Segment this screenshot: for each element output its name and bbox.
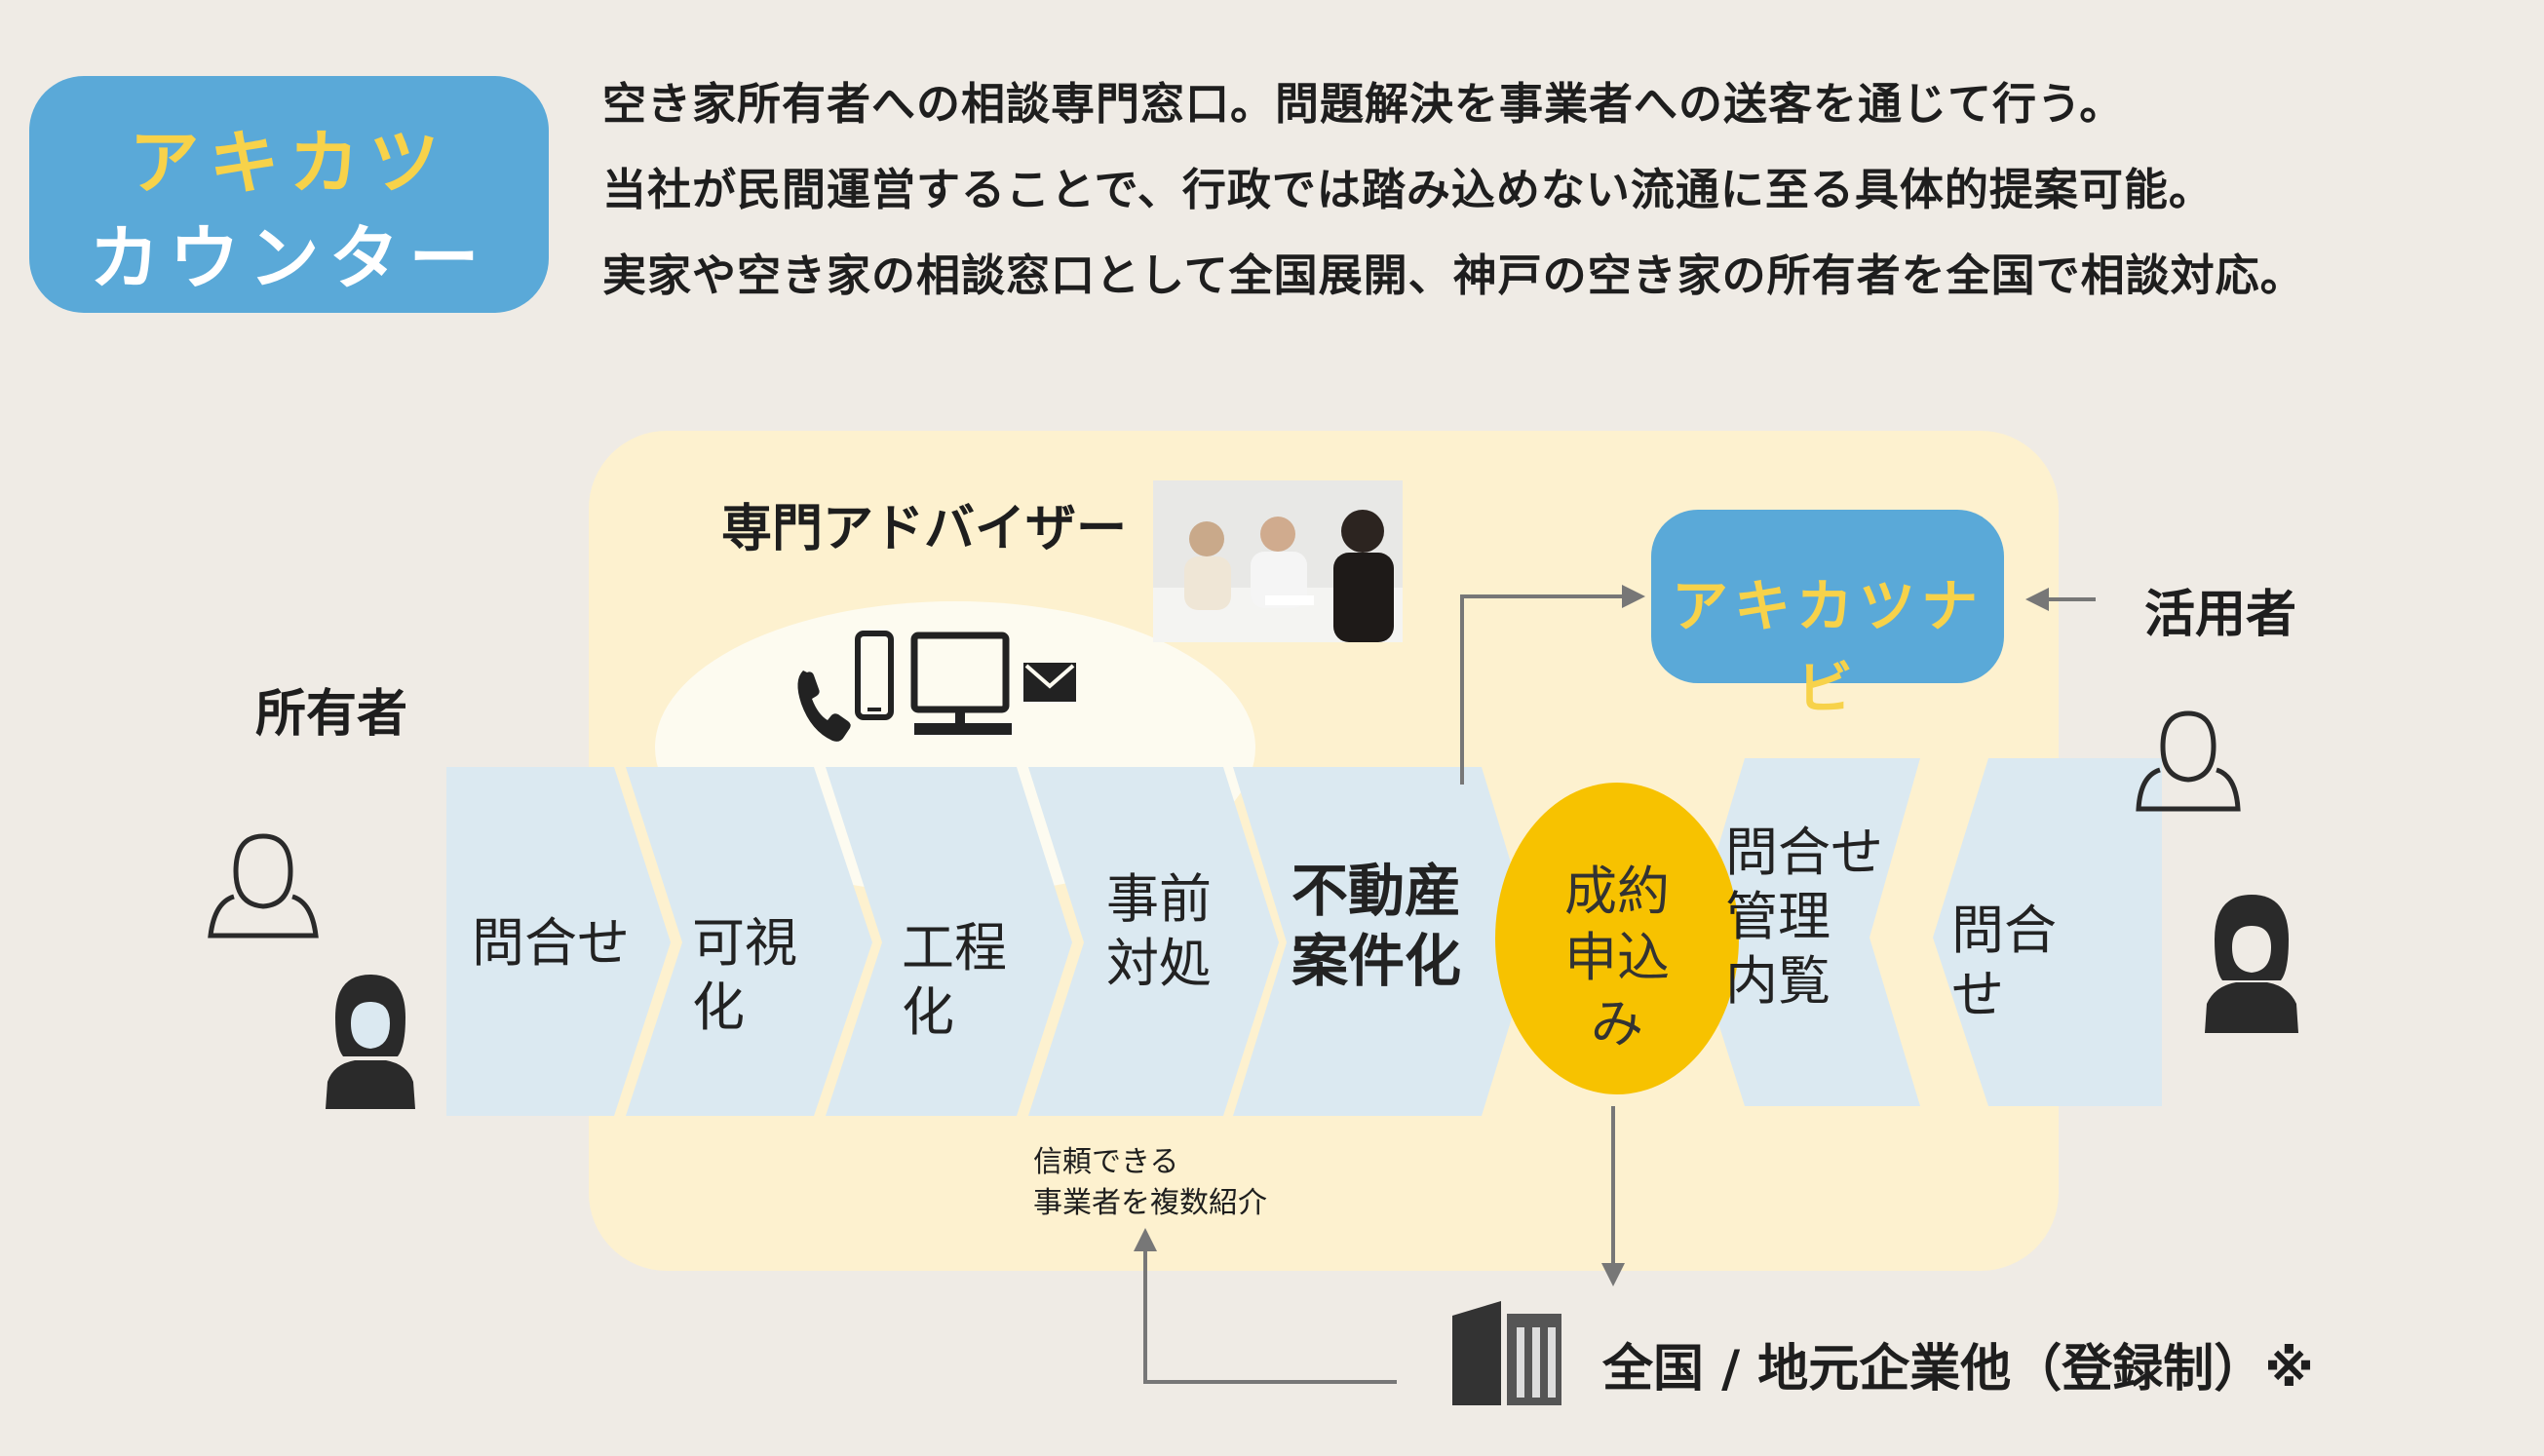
person-icon [211,836,316,936]
step-label-4: 事前 対処 [1106,867,1212,996]
user-step-label-2: 問合 せ [1951,899,2057,1027]
step-label-1: 問合せ [472,911,630,976]
step-label-3: 工程 化 [902,916,1007,1045]
step-label-2: 可視 化 [692,911,797,1040]
person-icon [2205,895,2298,1033]
closing-application-circle: 成約 申込 み [1495,783,1739,1094]
trust-note: 信頼できる 事業者を複数紹介 [1033,1142,1267,1224]
arrow-companies-return [1145,1240,1397,1382]
step-label-5: 不動産 案件化 [1291,856,1461,996]
user-step-label-1: 問合せ 管理 内覧 [1725,821,1883,1014]
companies-label: 全国 / 地元企業他（登録制）※ [1602,1327,2314,1400]
person-icon [326,975,415,1109]
akikatsu-navi-box: アキカツナビ [1651,510,2004,683]
arrow-to-navi [1462,596,1626,785]
building-icon [1452,1301,1561,1405]
